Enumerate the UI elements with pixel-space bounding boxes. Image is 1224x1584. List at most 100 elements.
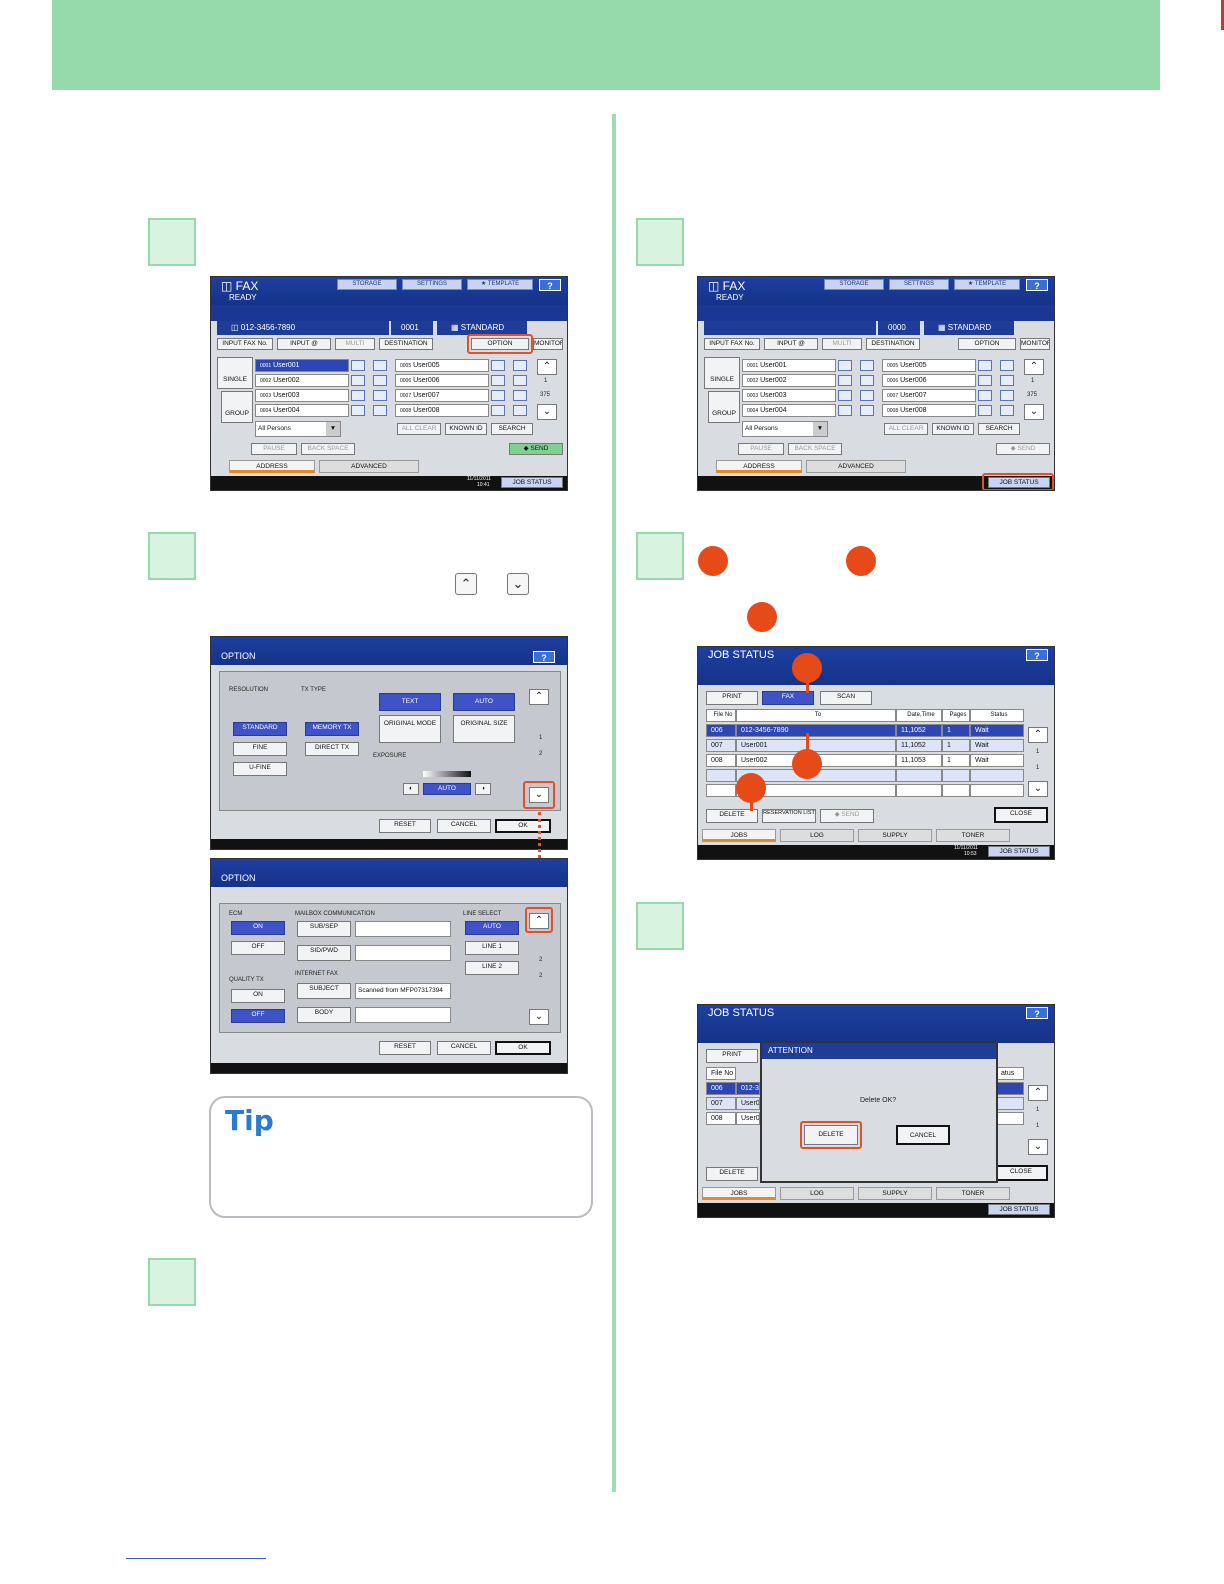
table-cell[interactable]: 012-3456-7890	[736, 724, 896, 737]
scan-tab[interactable]: SCAN	[820, 691, 872, 705]
user-entry[interactable]: 0004 User004	[742, 404, 836, 417]
close-button[interactable]: CLOSE	[994, 807, 1048, 823]
email-icon[interactable]	[860, 405, 874, 416]
fine-button[interactable]: FINE	[233, 742, 287, 756]
row-006-to-bg[interactable]: 012-3	[736, 1082, 760, 1095]
memory-tx-button[interactable]: MEMORY TX	[305, 722, 359, 736]
table-cell[interactable]: 006	[706, 724, 736, 737]
attention-scroll-up[interactable]: ⌃	[1028, 1085, 1048, 1101]
fax-icon[interactable]	[351, 375, 365, 386]
jobs-tab[interactable]: JOBS	[702, 829, 776, 842]
table-cell[interactable]: 11,1052	[896, 739, 942, 752]
settings-button-2[interactable]: SETTINGS	[889, 279, 949, 290]
supply-tab[interactable]: SUPPLY	[858, 829, 932, 842]
reset-button[interactable]: RESET	[379, 819, 431, 833]
settings-button[interactable]: SETTINGS	[402, 279, 462, 290]
ok-button[interactable]: OK	[495, 819, 551, 833]
fax-icon[interactable]	[351, 360, 365, 371]
reservation-list-button[interactable]: RESERVATION LIST	[762, 809, 816, 823]
destination-button-2[interactable]: DESTINATION	[866, 338, 920, 350]
confirm-delete-button[interactable]: DELETE	[804, 1125, 858, 1145]
print-tab[interactable]: PRINT	[706, 691, 758, 705]
sub-sep-button[interactable]: SUB/SEP	[297, 921, 351, 937]
user-entry[interactable]: 0001 User001	[742, 359, 836, 372]
option2-scroll-down[interactable]: ⌄	[529, 1009, 549, 1025]
email-icon[interactable]	[513, 390, 527, 401]
user-entry[interactable]: 0003 User003	[255, 389, 349, 402]
pause-button-2[interactable]: PAUSE	[738, 443, 784, 455]
advanced-tab-2[interactable]: ADVANCED	[806, 460, 906, 473]
email-icon[interactable]	[1000, 360, 1014, 371]
help-button-2[interactable]: ?	[1026, 279, 1048, 291]
email-icon[interactable]	[1000, 390, 1014, 401]
job-scroll-up[interactable]: ⌃	[1028, 727, 1048, 743]
email-icon[interactable]	[513, 375, 527, 386]
storage-button[interactable]: STORAGE	[337, 279, 397, 290]
user-entry[interactable]: 0004 User004	[255, 404, 349, 417]
row-008-bg[interactable]: 008	[706, 1112, 736, 1125]
table-cell[interactable]: 1	[942, 754, 970, 767]
fax-icon[interactable]	[838, 375, 852, 386]
table-cell[interactable]: 11,1053	[896, 754, 942, 767]
table-cell[interactable]: Wait	[970, 724, 1024, 737]
table-cell[interactable]: 11,1052	[896, 724, 942, 737]
send-button-2[interactable]: ◆ SEND	[996, 443, 1050, 455]
user-entry[interactable]: 0007 User007	[395, 389, 489, 402]
fax-icon[interactable]	[838, 360, 852, 371]
address-book-select-2[interactable]: All Persons▼	[742, 421, 828, 437]
scroll-down-button[interactable]: ⌄	[537, 404, 557, 420]
user-entry[interactable]: 0006 User006	[395, 374, 489, 387]
row-006-bg[interactable]: 006	[706, 1082, 736, 1095]
user-entry[interactable]: 0002 User002	[742, 374, 836, 387]
input-fax-no-button-2[interactable]: INPUT FAX No.	[704, 338, 760, 350]
table-cell[interactable]: Wait	[970, 739, 1024, 752]
line-2-button[interactable]: LINE 2	[465, 961, 519, 975]
email-icon[interactable]	[860, 375, 874, 386]
input-at-button-2[interactable]: INPUT @	[764, 338, 818, 350]
delete-button[interactable]: DELETE	[706, 809, 758, 823]
supply-tab-bg[interactable]: SUPPLY	[858, 1187, 932, 1200]
job-help-button[interactable]: ?	[1026, 649, 1048, 661]
user-entry[interactable]: 0006 User006	[882, 374, 976, 387]
monitor-button[interactable]: MONITOR	[533, 338, 563, 350]
toner-tab-bg[interactable]: TONER	[936, 1187, 1010, 1200]
confirm-cancel-button[interactable]: CANCEL	[896, 1125, 950, 1145]
search-button[interactable]: SEARCH	[491, 423, 533, 435]
search-button-2[interactable]: SEARCH	[978, 423, 1020, 435]
fax-icon[interactable]	[351, 405, 365, 416]
log-tab[interactable]: LOG	[780, 829, 854, 842]
body-button[interactable]: BODY	[297, 1007, 351, 1023]
quality-on-button[interactable]: ON	[231, 989, 285, 1003]
sub-sep-field[interactable]	[355, 921, 451, 937]
fax-icon[interactable]	[491, 405, 505, 416]
known-id-button-2[interactable]: KNOWN ID	[932, 423, 974, 435]
original-mode-button[interactable]: ORIGINAL MODE	[379, 715, 441, 743]
template-button[interactable]: ★ TEMPLATE	[467, 279, 533, 290]
jobs-tab-bg[interactable]: JOBS	[702, 1187, 776, 1200]
group-tab[interactable]: GROUP	[221, 391, 253, 423]
standard-button[interactable]: STANDARD	[233, 722, 287, 736]
input-at-button[interactable]: INPUT @	[277, 338, 331, 350]
print-tab-bg[interactable]: PRINT	[706, 1049, 758, 1063]
email-icon[interactable]	[513, 405, 527, 416]
user-entry[interactable]: 0005 User005	[882, 359, 976, 372]
email-icon[interactable]	[513, 360, 527, 371]
single-tab-2[interactable]: SINGLE	[704, 357, 740, 389]
sid-pwd-button[interactable]: SID/PWD	[297, 945, 351, 961]
direct-tx-button[interactable]: DIRECT TX	[305, 742, 359, 756]
auto-size-button[interactable]: AUTO	[453, 693, 515, 711]
user-entry[interactable]: 0001 User001	[255, 359, 349, 372]
email-icon[interactable]	[860, 360, 874, 371]
fax-icon[interactable]	[978, 390, 992, 401]
destination-button[interactable]: DESTINATION	[379, 338, 433, 350]
attention-job-status-button[interactable]: JOB STATUS	[988, 1204, 1050, 1215]
subject-button[interactable]: SUBJECT	[297, 983, 351, 999]
original-size-button[interactable]: ORIGINAL SIZE	[453, 715, 515, 743]
fax-icon[interactable]	[351, 390, 365, 401]
scroll-down-button-2[interactable]: ⌄	[1024, 404, 1044, 420]
toner-tab[interactable]: TONER	[936, 829, 1010, 842]
body-field[interactable]	[355, 1007, 451, 1023]
table-cell[interactable]: 1	[942, 739, 970, 752]
address-tab[interactable]: ADDRESS	[229, 460, 315, 473]
table-cell[interactable]: Wait	[970, 754, 1024, 767]
